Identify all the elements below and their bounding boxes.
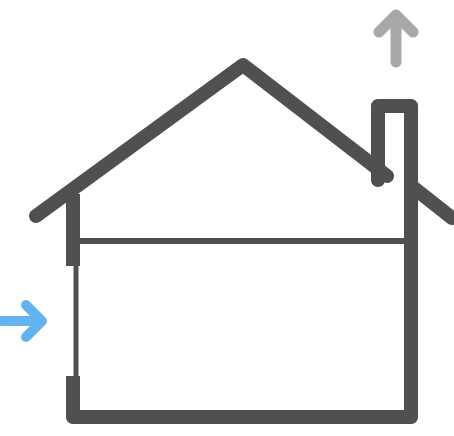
house-outline-icon: [36, 65, 452, 417]
inflow-arrow: [2, 305, 42, 337]
roof-right-eave: [414, 188, 452, 218]
roof-left-slope: [36, 65, 387, 216]
lower-walls-and-floor: [73, 241, 411, 417]
arrow-up-icon: [379, 15, 413, 62]
outflow-arrow: [379, 15, 413, 62]
arrow-right-icon: [2, 305, 42, 337]
chimney: [378, 106, 411, 248]
